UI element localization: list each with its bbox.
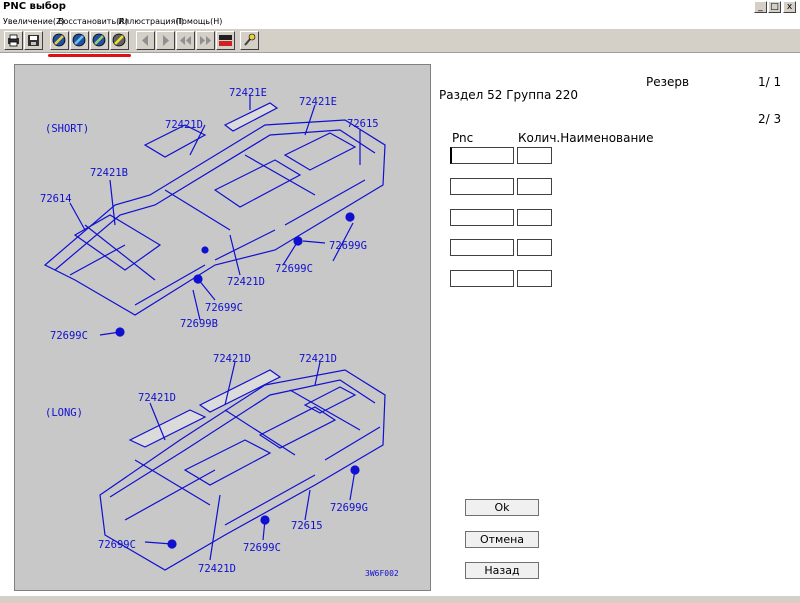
pnc-input-3[interactable] — [450, 209, 514, 226]
tools-button[interactable] — [240, 31, 259, 50]
horizontal-scrollbar[interactable] — [0, 596, 800, 603]
menu-restore[interactable]: Восстановить(R) — [58, 17, 128, 26]
label-72699c-b[interactable]: 72699C — [205, 302, 243, 314]
zoom-fit-button[interactable] — [50, 31, 69, 50]
zoom-in-icon — [72, 33, 86, 47]
parts-illustration[interactable]: 72421E 72421E 72421D 72615 (SHORT) 72421… — [14, 64, 431, 591]
first-button[interactable] — [136, 31, 155, 50]
qty-input-2[interactable] — [517, 178, 552, 195]
zoom-reset-icon — [112, 33, 126, 47]
zoom-in-button[interactable] — [70, 31, 89, 50]
section-group-label: Раздел 52 Группа 220 — [439, 88, 579, 102]
next-button[interactable] — [196, 31, 215, 50]
label-72421d-a[interactable]: 72421D — [165, 119, 203, 131]
qty-input-1[interactable] — [517, 147, 552, 164]
tools-icon — [244, 33, 256, 46]
label-72699c-c[interactable]: 72699C — [50, 330, 88, 342]
stop-icon — [219, 35, 232, 46]
prev-icon — [163, 35, 169, 46]
column-qty-name: Колич.Наименование — [518, 131, 654, 145]
prev-button[interactable] — [156, 31, 175, 50]
next-icon — [200, 36, 211, 45]
label-72699c-e[interactable]: 72699C — [243, 542, 281, 554]
maximize-button[interactable]: □ — [768, 1, 781, 13]
label-72421d-b[interactable]: 72421D — [227, 276, 265, 288]
label-72421d-c[interactable]: 72421D — [213, 353, 251, 365]
pnc-input-1[interactable] — [450, 147, 514, 164]
label-72699c-d[interactable]: 72699C — [98, 539, 136, 551]
reserve-label: Резерв — [646, 75, 690, 89]
label-72699b[interactable]: 72699B — [180, 318, 218, 330]
zoom-fit-icon — [52, 33, 66, 47]
label-72615-a[interactable]: 72615 — [347, 118, 379, 130]
label-72699g-b[interactable]: 72699G — [330, 502, 368, 514]
parts-diagram: 72421E 72421E 72421D 72615 (SHORT) 72421… — [40, 87, 399, 578]
column-pnc: Pnc — [452, 131, 474, 145]
cancel-button[interactable]: Отмена — [465, 531, 539, 548]
label-72421e-b[interactable]: 72421E — [299, 96, 337, 108]
zoom-out-button[interactable] — [90, 31, 109, 50]
first-icon — [142, 35, 148, 46]
back-nav-button[interactable]: Назад — [465, 562, 539, 579]
back-button[interactable] — [176, 31, 195, 50]
toolbar — [0, 29, 800, 53]
label-72421e-a[interactable]: 72421E — [229, 87, 267, 99]
minimize-button[interactable]: _ — [754, 1, 767, 13]
zoom-out-icon — [92, 33, 106, 47]
menu-help[interactable]: Помощь(H) — [176, 17, 223, 26]
pnc-input-5[interactable] — [450, 270, 514, 287]
label-short: (SHORT) — [45, 123, 89, 135]
pnc-input-4[interactable] — [450, 239, 514, 256]
save-button[interactable] — [24, 31, 43, 50]
menu-zoom[interactable]: Увеличение(Z) — [3, 17, 65, 26]
page-indicator-sub: 2/ 3 — [758, 112, 782, 126]
label-long: (LONG) — [45, 407, 83, 419]
label-72421b[interactable]: 72421B — [90, 167, 128, 179]
illustration-code: 3W6F002 — [365, 569, 399, 578]
qty-input-5[interactable] — [517, 270, 552, 287]
print-icon — [8, 34, 19, 47]
print-button[interactable] — [4, 31, 23, 50]
stop-button[interactable] — [216, 31, 235, 50]
window-title: PNC выбор — [3, 1, 66, 12]
close-button[interactable]: x — [783, 1, 796, 13]
page-indicator-top: 1/ 1 — [758, 75, 782, 89]
label-72421d-e[interactable]: 72421D — [138, 392, 176, 404]
ok-button[interactable]: Ok — [465, 499, 539, 516]
menu-illustration[interactable]: Иллюстрация(I) — [118, 17, 185, 26]
save-icon — [28, 35, 39, 46]
back-icon — [180, 36, 191, 45]
qty-input-4[interactable] — [517, 239, 552, 256]
pnc-input-2[interactable] — [450, 178, 514, 195]
label-72614[interactable]: 72614 — [40, 193, 72, 205]
label-72699c-a[interactable]: 72699C — [275, 263, 313, 275]
zoom-reset-button[interactable] — [110, 31, 129, 50]
qty-input-3[interactable] — [517, 209, 552, 226]
title-bar: PNC выбор _ □ x — [0, 0, 800, 16]
label-72615-b[interactable]: 72615 — [291, 520, 323, 532]
highlight-underline — [48, 54, 131, 57]
label-72421d-f[interactable]: 72421D — [198, 563, 236, 575]
label-72699g-a[interactable]: 72699G — [329, 240, 367, 252]
label-72421d-d[interactable]: 72421D — [299, 353, 337, 365]
menu-bar: Увеличение(Z) Восстановить(R) Иллюстраци… — [0, 16, 800, 29]
